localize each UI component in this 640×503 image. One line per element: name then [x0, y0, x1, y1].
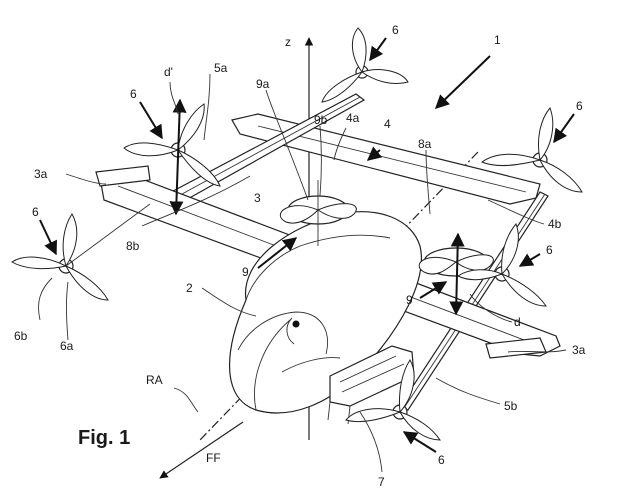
- label-4a: 4a: [346, 111, 360, 125]
- left-winglet: [95, 165, 151, 187]
- label-5a: 5a: [214, 61, 228, 75]
- label-4b: 4b: [548, 217, 562, 231]
- label-1: 1: [494, 33, 501, 47]
- label-6-top: 6: [392, 23, 399, 37]
- label-6-left: 6: [32, 205, 39, 219]
- forward-flight-arrow: [159, 421, 244, 479]
- label-ra: RA: [146, 373, 163, 387]
- label-9-left: 9: [242, 265, 249, 279]
- reference-labels: z 1 6 d' 5a 6 9a 6 9b 4a 4 8a 3a 3 6 4b …: [14, 23, 586, 489]
- label-9-right: 9: [406, 293, 413, 307]
- label-3: 3: [254, 191, 261, 205]
- label-6b: 6b: [14, 329, 28, 343]
- label-8b: 8b: [126, 239, 140, 253]
- propeller-right-upper: [480, 107, 583, 193]
- label-6-left-upper: 6: [130, 87, 137, 101]
- label-3a-left: 3a: [34, 167, 48, 181]
- label-4: 4: [384, 117, 391, 131]
- label-2: 2: [186, 281, 193, 295]
- label-ff: FF: [206, 451, 221, 465]
- leader-lines: [38, 73, 567, 473]
- callout-arrows: [39, 37, 575, 453]
- propeller-right: [457, 223, 547, 307]
- label-9a: 9a: [256, 77, 270, 91]
- label-9b: 9b: [314, 113, 328, 127]
- center-of-gravity-dot: [292, 320, 300, 328]
- label-d: d: [514, 315, 521, 329]
- propeller-left: [11, 203, 151, 301]
- propeller-bottom: [345, 359, 441, 441]
- label-6-right: 6: [546, 243, 553, 257]
- label-z: z: [285, 35, 291, 49]
- label-d-prime: d': [164, 65, 173, 79]
- distance-d: [449, 232, 465, 316]
- label-8a: 8a: [418, 137, 432, 151]
- figure-title: Fig. 1: [78, 427, 130, 449]
- label-5b: 5b: [504, 399, 518, 413]
- label-7: 7: [378, 475, 385, 489]
- fuselage: [228, 211, 422, 414]
- propeller-top: [321, 27, 409, 103]
- label-6a: 6a: [60, 339, 74, 353]
- distance-d-prime: [169, 98, 187, 216]
- label-6-bottom: 6: [438, 453, 445, 467]
- central-rotor-left: [279, 180, 357, 246]
- label-3a-right: 3a: [572, 343, 586, 357]
- label-6-right-upper: 6: [576, 99, 583, 113]
